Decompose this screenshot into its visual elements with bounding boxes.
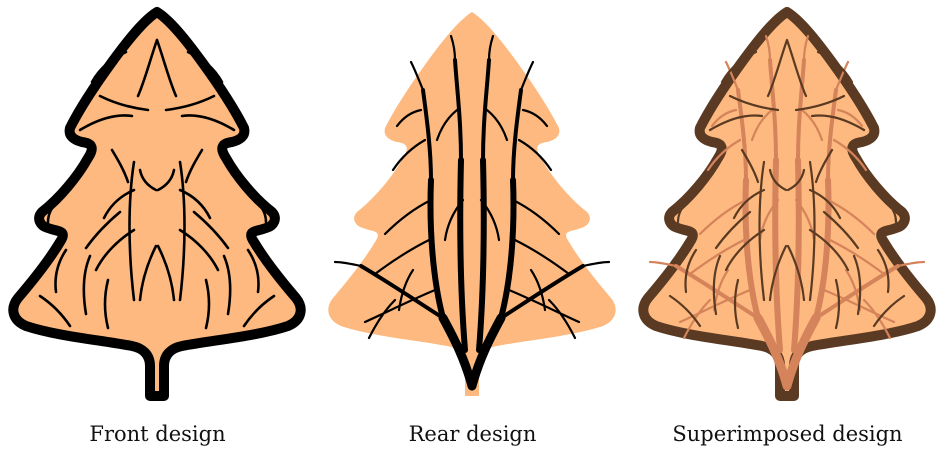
superimposed-design-caption: Superimposed design — [630, 422, 945, 446]
rear-design-caption: Rear design — [315, 422, 630, 446]
rear-design-figure — [315, 0, 630, 410]
front-design-figure — [0, 0, 315, 410]
front-design-panel: Front design — [0, 0, 315, 451]
rear-design-panel: Rear design — [315, 0, 630, 451]
superimposed-design-figure — [630, 0, 945, 410]
front-design-caption: Front design — [0, 422, 315, 446]
tree-shape — [328, 12, 615, 396]
superimposed-design-panel: Superimposed design — [630, 0, 945, 451]
